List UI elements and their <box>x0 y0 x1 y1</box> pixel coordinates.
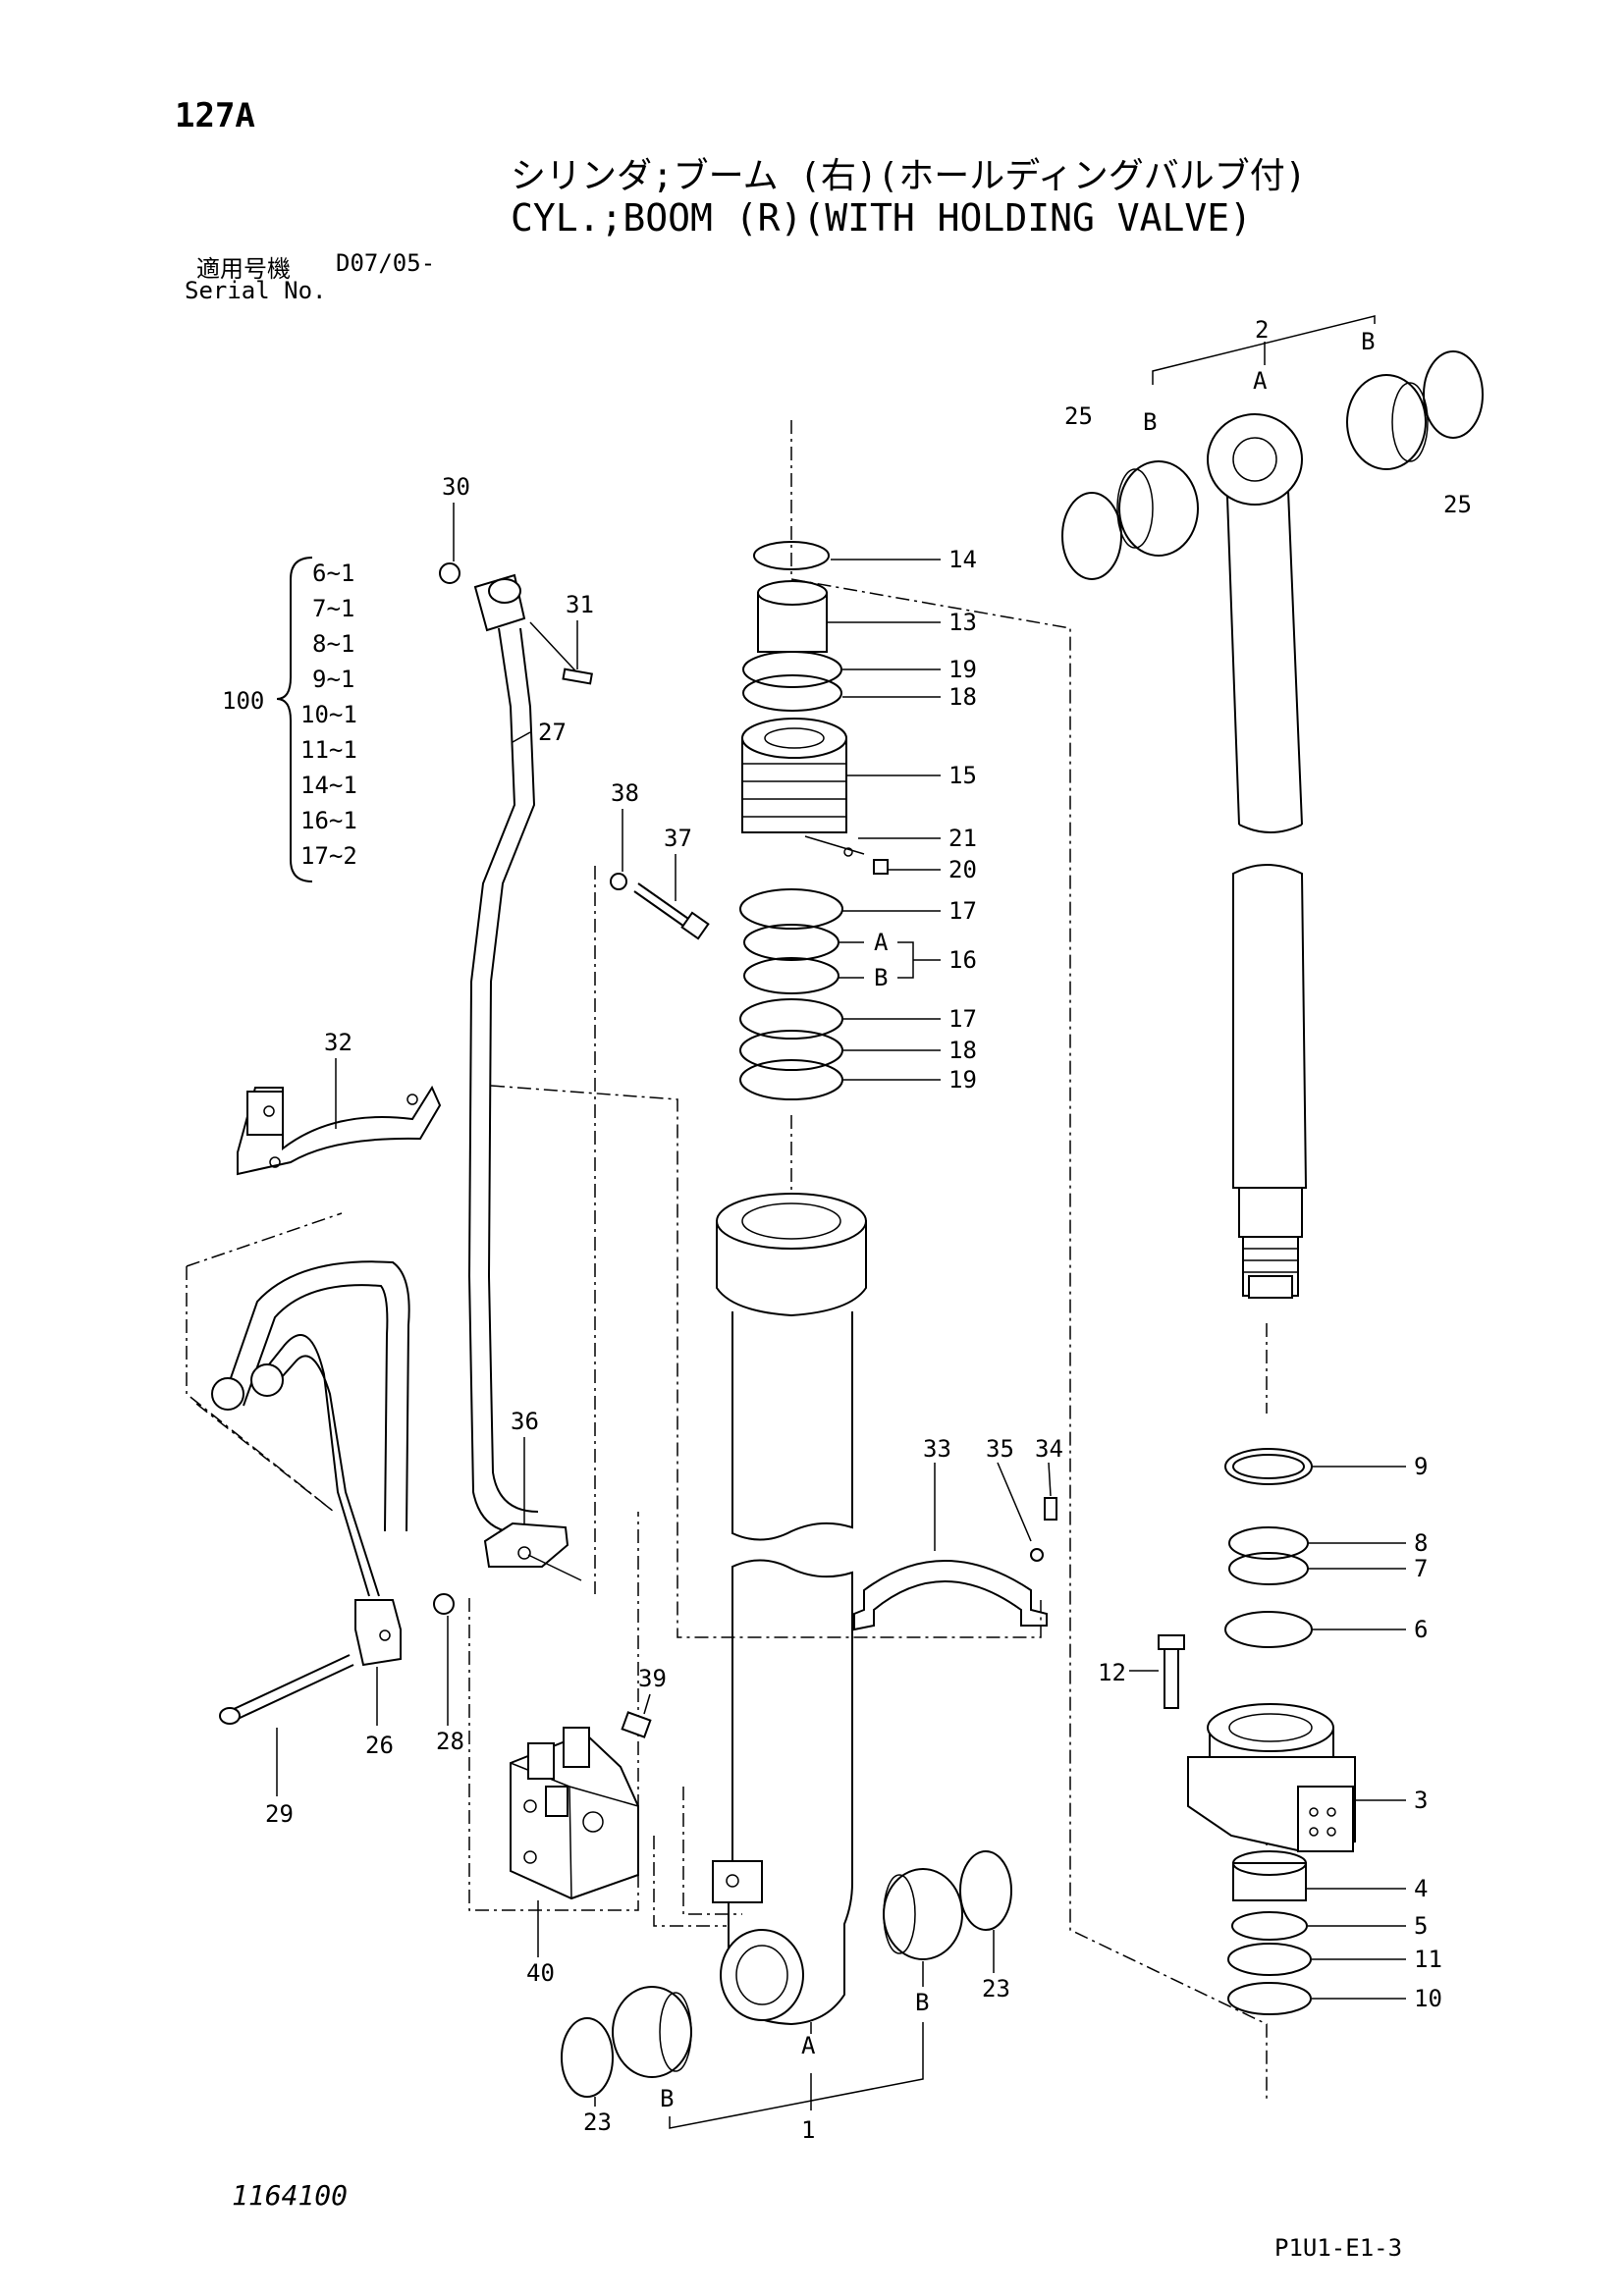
part-pipe-27 <box>439 562 593 1534</box>
callout-25-left: 25 <box>1064 402 1093 430</box>
sheet-code: P1U1-E1-3 <box>1274 2234 1403 2262</box>
kit-item: 6~1 <box>312 560 354 587</box>
callout-2: 2 <box>1255 316 1269 344</box>
centre-lines <box>186 420 1268 2101</box>
centre-seal-stack <box>739 541 889 1100</box>
callout-37: 37 <box>664 825 692 852</box>
callout-8: 8 <box>1414 1529 1428 1557</box>
part-clamp-33 <box>853 1497 1057 1631</box>
callout-12: 12 <box>1098 1659 1126 1686</box>
callout-19-top: 19 <box>948 656 977 683</box>
part-rod <box>1207 413 1308 1299</box>
tube-label-a: A <box>801 2032 816 2059</box>
part-bolt-37 <box>610 873 710 940</box>
callout-16: 16 <box>948 946 977 974</box>
serial-range: D07/05- <box>336 249 436 277</box>
callout-13: 13 <box>948 609 977 636</box>
callout-23-right: 23 <box>982 1975 1010 2002</box>
kit-item: 17~2 <box>300 842 357 870</box>
callout-19-bottom: 19 <box>948 1066 977 1094</box>
drawing-number: 1164100 <box>232 2179 349 2212</box>
callout-29: 29 <box>265 1800 294 1828</box>
callout-14: 14 <box>948 546 977 573</box>
callout-16-a: A <box>874 929 889 956</box>
callout-30: 30 <box>442 473 470 501</box>
callout-25-right: 25 <box>1443 491 1472 518</box>
tube-bushings <box>561 1850 1012 2098</box>
piston-lower-parts <box>1227 1850 1312 2015</box>
callout-36: 36 <box>511 1408 539 1435</box>
callout-38: 38 <box>611 779 639 807</box>
callout-17-top: 17 <box>948 897 977 925</box>
kit-number: 100 <box>222 687 264 715</box>
part-head <box>1187 1703 1356 1853</box>
callout-20: 20 <box>948 856 977 883</box>
part-holding-valve-40 <box>510 1711 652 1900</box>
callout-18-top: 18 <box>948 683 977 711</box>
callout-31: 31 <box>566 591 594 618</box>
callout-7: 7 <box>1414 1555 1428 1582</box>
kit-item: 7~1 <box>312 595 354 622</box>
kit-item: 10~1 <box>300 701 357 728</box>
kit-item: 11~1 <box>300 736 357 764</box>
callout-9: 9 <box>1414 1453 1428 1480</box>
rod-end-seals <box>1224 1448 1313 1648</box>
serial-label-japanese: 適用号機 <box>196 255 291 283</box>
kit-item: 14~1 <box>300 772 357 799</box>
serial-label-english: Serial No. <box>185 277 327 304</box>
rod-label-b-left: B <box>1143 408 1157 436</box>
callout-5: 5 <box>1414 1912 1428 1940</box>
callout-18-bottom: 18 <box>948 1037 977 1064</box>
rod-label-a: A <box>1253 367 1268 395</box>
callout-11: 11 <box>1414 1946 1442 1973</box>
title-english: CYL.;BOOM (R)(WITH HOLDING VALVE) <box>511 196 1252 240</box>
kit-item: 16~1 <box>300 807 357 834</box>
kit-item: 9~1 <box>312 666 354 693</box>
callout-3: 3 <box>1414 1787 1428 1814</box>
callout-32: 32 <box>324 1029 352 1056</box>
callout-27: 27 <box>538 719 567 746</box>
part-clamp-32 <box>237 1085 442 1176</box>
tube-label-b-left: B <box>660 2085 674 2112</box>
tube-label-b-right: B <box>915 1989 929 2016</box>
callout-21: 21 <box>948 825 977 852</box>
callout-28: 28 <box>436 1728 464 1755</box>
title-japanese: シリンダ;ブーム (右)(ホールディングバルブ付) <box>511 156 1307 196</box>
rod-label-b-right: B <box>1361 328 1375 355</box>
part-hose-26 <box>211 1260 455 1725</box>
callout-10: 10 <box>1414 1985 1442 2012</box>
callout-40: 40 <box>526 1959 555 1987</box>
callout-34: 34 <box>1035 1435 1063 1463</box>
kit-100-bracket: 100 6~1 7~1 8~1 9~1 10~1 11~1 14~1 16~1 … <box>222 557 357 882</box>
page-code: 127A <box>175 96 255 135</box>
part-cylinder-tube <box>712 1193 867 2026</box>
callout-1: 1 <box>801 2116 815 2144</box>
rod-bushings <box>1061 350 1484 580</box>
callout-15: 15 <box>948 762 977 789</box>
callout-23-left: 23 <box>583 2109 612 2136</box>
callout-16-b: B <box>874 964 888 991</box>
callout-26: 26 <box>365 1732 394 1759</box>
callout-6: 6 <box>1414 1616 1428 1643</box>
callout-33: 33 <box>923 1435 951 1463</box>
callout-17-bottom: 17 <box>948 1005 977 1033</box>
part-clamp-36 <box>483 1522 582 1581</box>
callout-35: 35 <box>986 1435 1014 1463</box>
callout-4: 4 <box>1414 1875 1428 1902</box>
kit-item: 8~1 <box>312 630 354 658</box>
callout-39: 39 <box>638 1665 667 1692</box>
